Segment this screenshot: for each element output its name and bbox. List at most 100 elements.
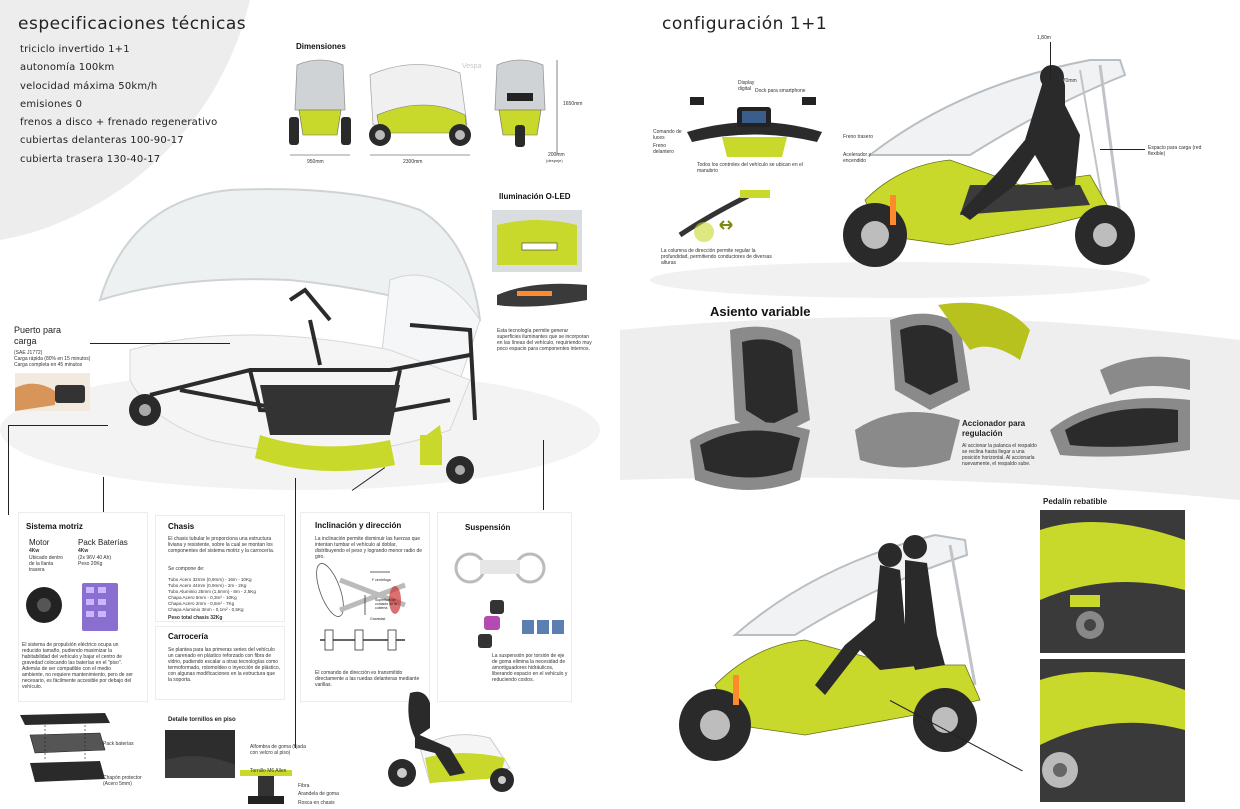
pedal-closeups: [1040, 510, 1185, 802]
seat-renders: [690, 302, 1190, 490]
bolt-section: [240, 770, 292, 804]
protector-label: Chapón protector (Acero 5mm): [103, 775, 142, 787]
charge-plug-photo: [15, 373, 90, 411]
actuator-text: Al accionar la palanca el respaldo se re…: [962, 443, 1037, 467]
bolt-label: Rosca en chasis: [298, 800, 335, 806]
right-page-title: configuración 1+1: [662, 14, 828, 34]
chassis-render: [98, 188, 482, 484]
rider-height: 1,80m: [1037, 35, 1051, 41]
spec-item: velocidad máxima 50km/h: [20, 80, 158, 92]
tilt-title: Inclinación y dirección: [315, 521, 402, 530]
control-dock: Dock para smartphone: [755, 88, 806, 94]
control-display: Display digital: [738, 80, 755, 92]
lighting-text: Esta tecnología permite generar superfic…: [497, 328, 592, 352]
tilt-text2: El comando de dirección es transmitido d…: [315, 670, 420, 688]
tilt-gravity-label: Gravedad: [370, 617, 386, 621]
callout-line: [90, 343, 230, 344]
bolt-label: Alfombra de goma (fijada con velcro al p…: [250, 744, 306, 756]
spec-item: autonomía 100km: [20, 62, 115, 74]
handlebar-render: [687, 97, 822, 157]
motor-system-title: Sistema motriz: [26, 522, 83, 531]
spec-item: frenos a disco + frenado regenerativo: [20, 117, 218, 129]
control-throttle: Acelerador y encendido: [843, 152, 872, 164]
suspension-text: La suspensión por torsión de eje de goma…: [492, 653, 568, 683]
spec-list: triciclo invertido 1+1 autonomía 100km v…: [20, 44, 218, 172]
motor-power: 4Kw: [29, 548, 40, 554]
control-front-brake: Freno delantero: [653, 143, 674, 155]
motor-label: Motor: [29, 538, 50, 547]
dim-length: 2300mm: [403, 159, 423, 165]
battery-label: Pack Baterías: [78, 538, 128, 547]
dimensions-title: Dimensiones: [296, 42, 346, 51]
control-lights: Comando de luces: [653, 129, 682, 141]
spec-item: cubierta trasera 130-40-17: [20, 153, 161, 165]
seat-height: 970mm: [1060, 78, 1077, 84]
steering-column-render: [678, 190, 770, 242]
bolt-detail-image: [165, 730, 235, 778]
callout-line: [8, 425, 9, 515]
motor-battery-images: [26, 583, 118, 631]
battery-exploded-view: [20, 713, 110, 782]
left-page-title: especificaciones técnicas: [18, 14, 247, 34]
two-riders-render: [679, 533, 981, 761]
callout-line: [103, 477, 104, 515]
suspension-title: Suspensión: [465, 523, 511, 532]
bolts-title: Detalle tornillos en piso: [168, 717, 236, 723]
chassis-item: Tubo Acero 44mm (0,9mm) - 2m - 2Kg: [168, 583, 247, 588]
rider-tilt-render: [388, 691, 514, 792]
motor-desc: Ubicado dentro de la llanta trasera: [29, 555, 63, 573]
seat-title: Asiento variable: [710, 304, 811, 319]
chassis-item: Chapa Acero 5mm - 0,3m² - 10Kg: [168, 595, 237, 600]
chassis-title: Chasis: [168, 522, 195, 531]
charging-title: Puerto para carga: [14, 325, 62, 346]
control-rear-brake: Freno trasero: [843, 134, 874, 140]
battery-power: 4Kw: [78, 548, 89, 554]
pedal-title: Pedalín rebatible: [1043, 497, 1108, 506]
actuator-title: Accionador para regulación: [962, 419, 1026, 438]
spec-item: triciclo invertido 1+1: [20, 44, 130, 55]
callout-line: [1050, 42, 1051, 82]
callout-line: [295, 478, 296, 748]
lighting-title: Iluminación O-LED: [499, 192, 571, 201]
charging-line: (SAE J1772): [14, 350, 43, 356]
oled-render: [492, 210, 587, 307]
chassis-item: Tubo Aluminio 25mm (1,5mm) - 8m - 2,5Kg: [168, 589, 256, 594]
spec-item: cubiertas delanteras 100-90-17: [20, 135, 184, 147]
chassis-text: El chasis tubular le proporciona una est…: [168, 536, 275, 554]
body-title: Carrocería: [168, 632, 209, 641]
cargo-label: Espacio para carga (red flexible): [1148, 145, 1202, 157]
dim-clearance: 200mm: [548, 152, 565, 158]
spec-item: emisiones 0: [20, 98, 83, 110]
dim-height: 1650mm: [563, 101, 583, 107]
tilt-text: La inclinación permite disminuir las fue…: [315, 536, 423, 560]
pack-label: Pack baterías: [103, 741, 134, 747]
bolt-label: Fibra: [298, 783, 310, 789]
steering-note: La columna de dirección permite regular …: [661, 248, 772, 266]
charging-line: Carga rápida (80% en 15 minutos): [14, 356, 91, 362]
callout-line: [1100, 149, 1145, 150]
dim-width: 950mm: [307, 159, 324, 165]
chassis-item: Tubo Acero 32mm (0,9mm) - 16m - 10Kg: [168, 577, 252, 582]
chassis-total: Peso total chasis 32Kg: [168, 615, 223, 621]
tilt-force-label: F centrífuga: [372, 578, 391, 582]
chassis-item: Chapa Acero 2mm - 0,5m² - 7Kg: [168, 601, 235, 606]
chassis-compose: Se compone de:: [168, 566, 205, 572]
chassis-panel: [155, 515, 285, 622]
tilt-diagram: [316, 563, 406, 651]
callout-line: [543, 440, 544, 510]
bolt-label: Tornillo M6 Allen: [250, 768, 287, 774]
body-panel: [155, 626, 285, 700]
dimensions-drawing: [289, 59, 558, 156]
battery-desc: (2x 96V 40 Ah) Peso 20Kg: [78, 555, 112, 567]
motor-system-text: El sistema de propulsión eléctrico ocupa…: [22, 642, 133, 690]
callout-line: [8, 425, 108, 426]
tilt-surface-label: Superficie de contacto de la cubierta: [375, 598, 397, 610]
vespa-watermark: Vespa: [462, 63, 482, 70]
dim-clearance-note: (despeje): [546, 158, 563, 163]
suspension-panel: [437, 512, 572, 702]
controls-note: Todos los controles del vehículo se ubic…: [697, 162, 803, 174]
chassis-item: Chapa Aluminio 3mm - 0,1m² - 0,5Kg: [168, 607, 244, 612]
body-text: Se plantea para las primeras series del …: [168, 647, 281, 683]
bolt-label: Arandela de goma: [298, 791, 339, 797]
charging-line: Carga completa en 45 minutos: [14, 362, 83, 368]
